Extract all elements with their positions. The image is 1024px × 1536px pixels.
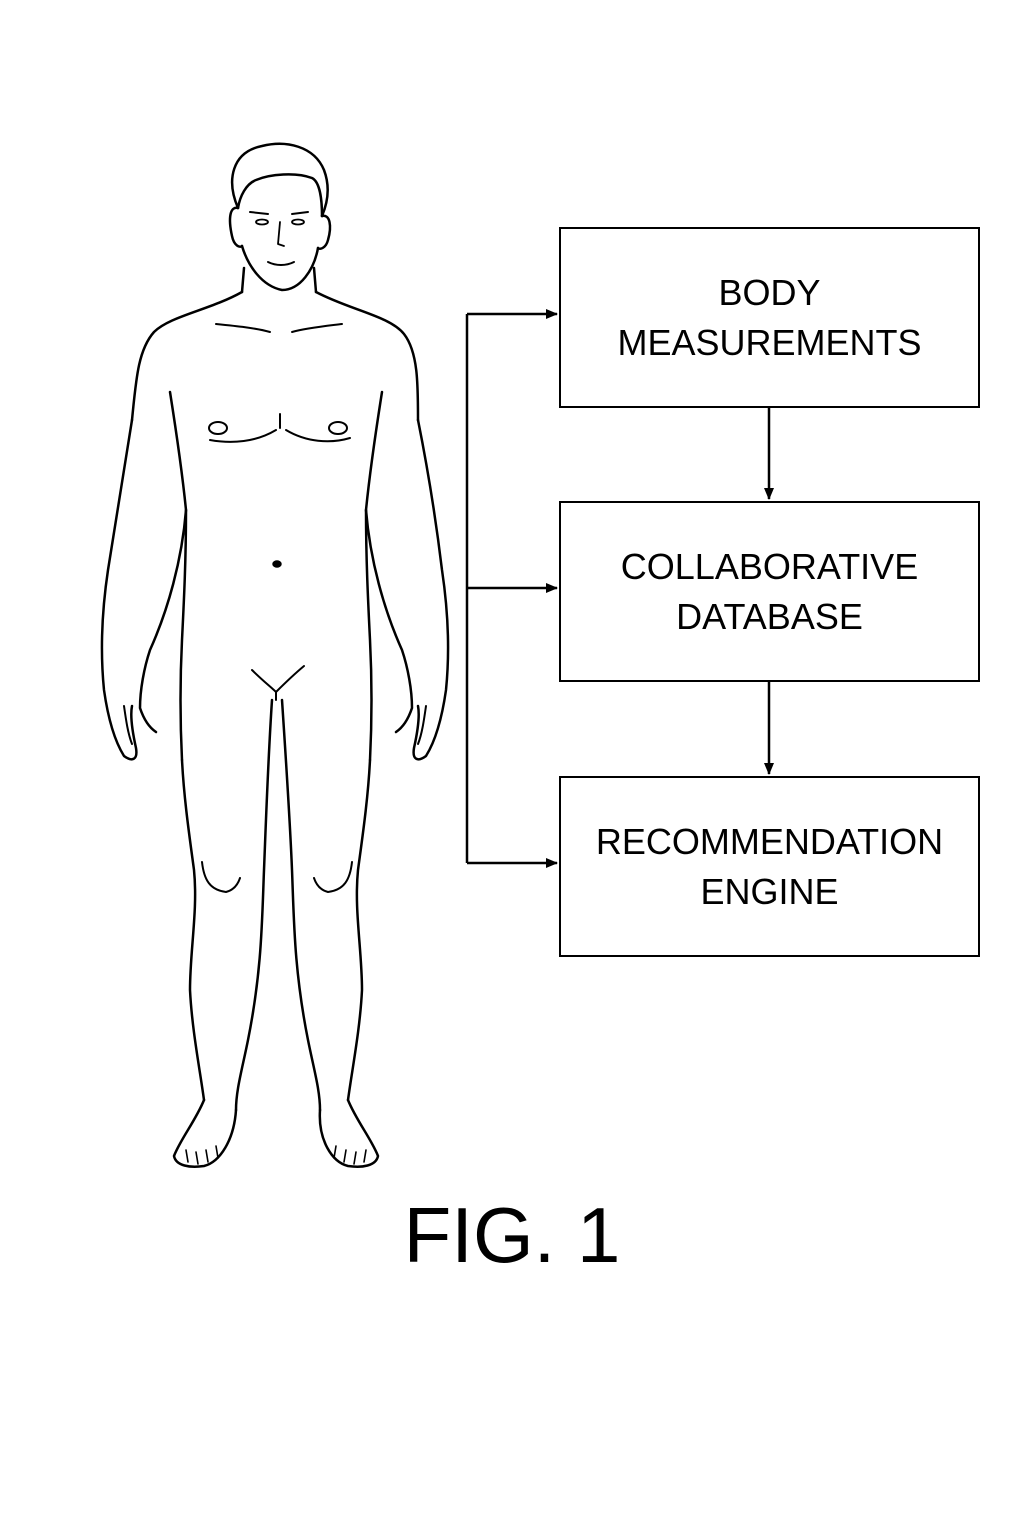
box-label-line: MEASUREMENTS [617,321,922,363]
human-body-outline-icon [100,142,450,1168]
box-label-line: DATABASE [676,595,863,637]
collaborative-database-box: COLLABORATIVE DATABASE [559,501,980,682]
body-measurements-box: BODY MEASUREMENTS [559,227,980,408]
box-label-line: RECOMMENDATION [595,820,944,862]
box-label-line: COLLABORATIVE [620,545,919,587]
connectors [465,309,774,868]
box-label-line: ENGINE [700,870,839,912]
recommendation-engine-box: RECOMMENDATION ENGINE [559,776,980,957]
box-label-line: BODY [718,271,821,313]
figure-label: FIG. 1 [403,1191,621,1279]
